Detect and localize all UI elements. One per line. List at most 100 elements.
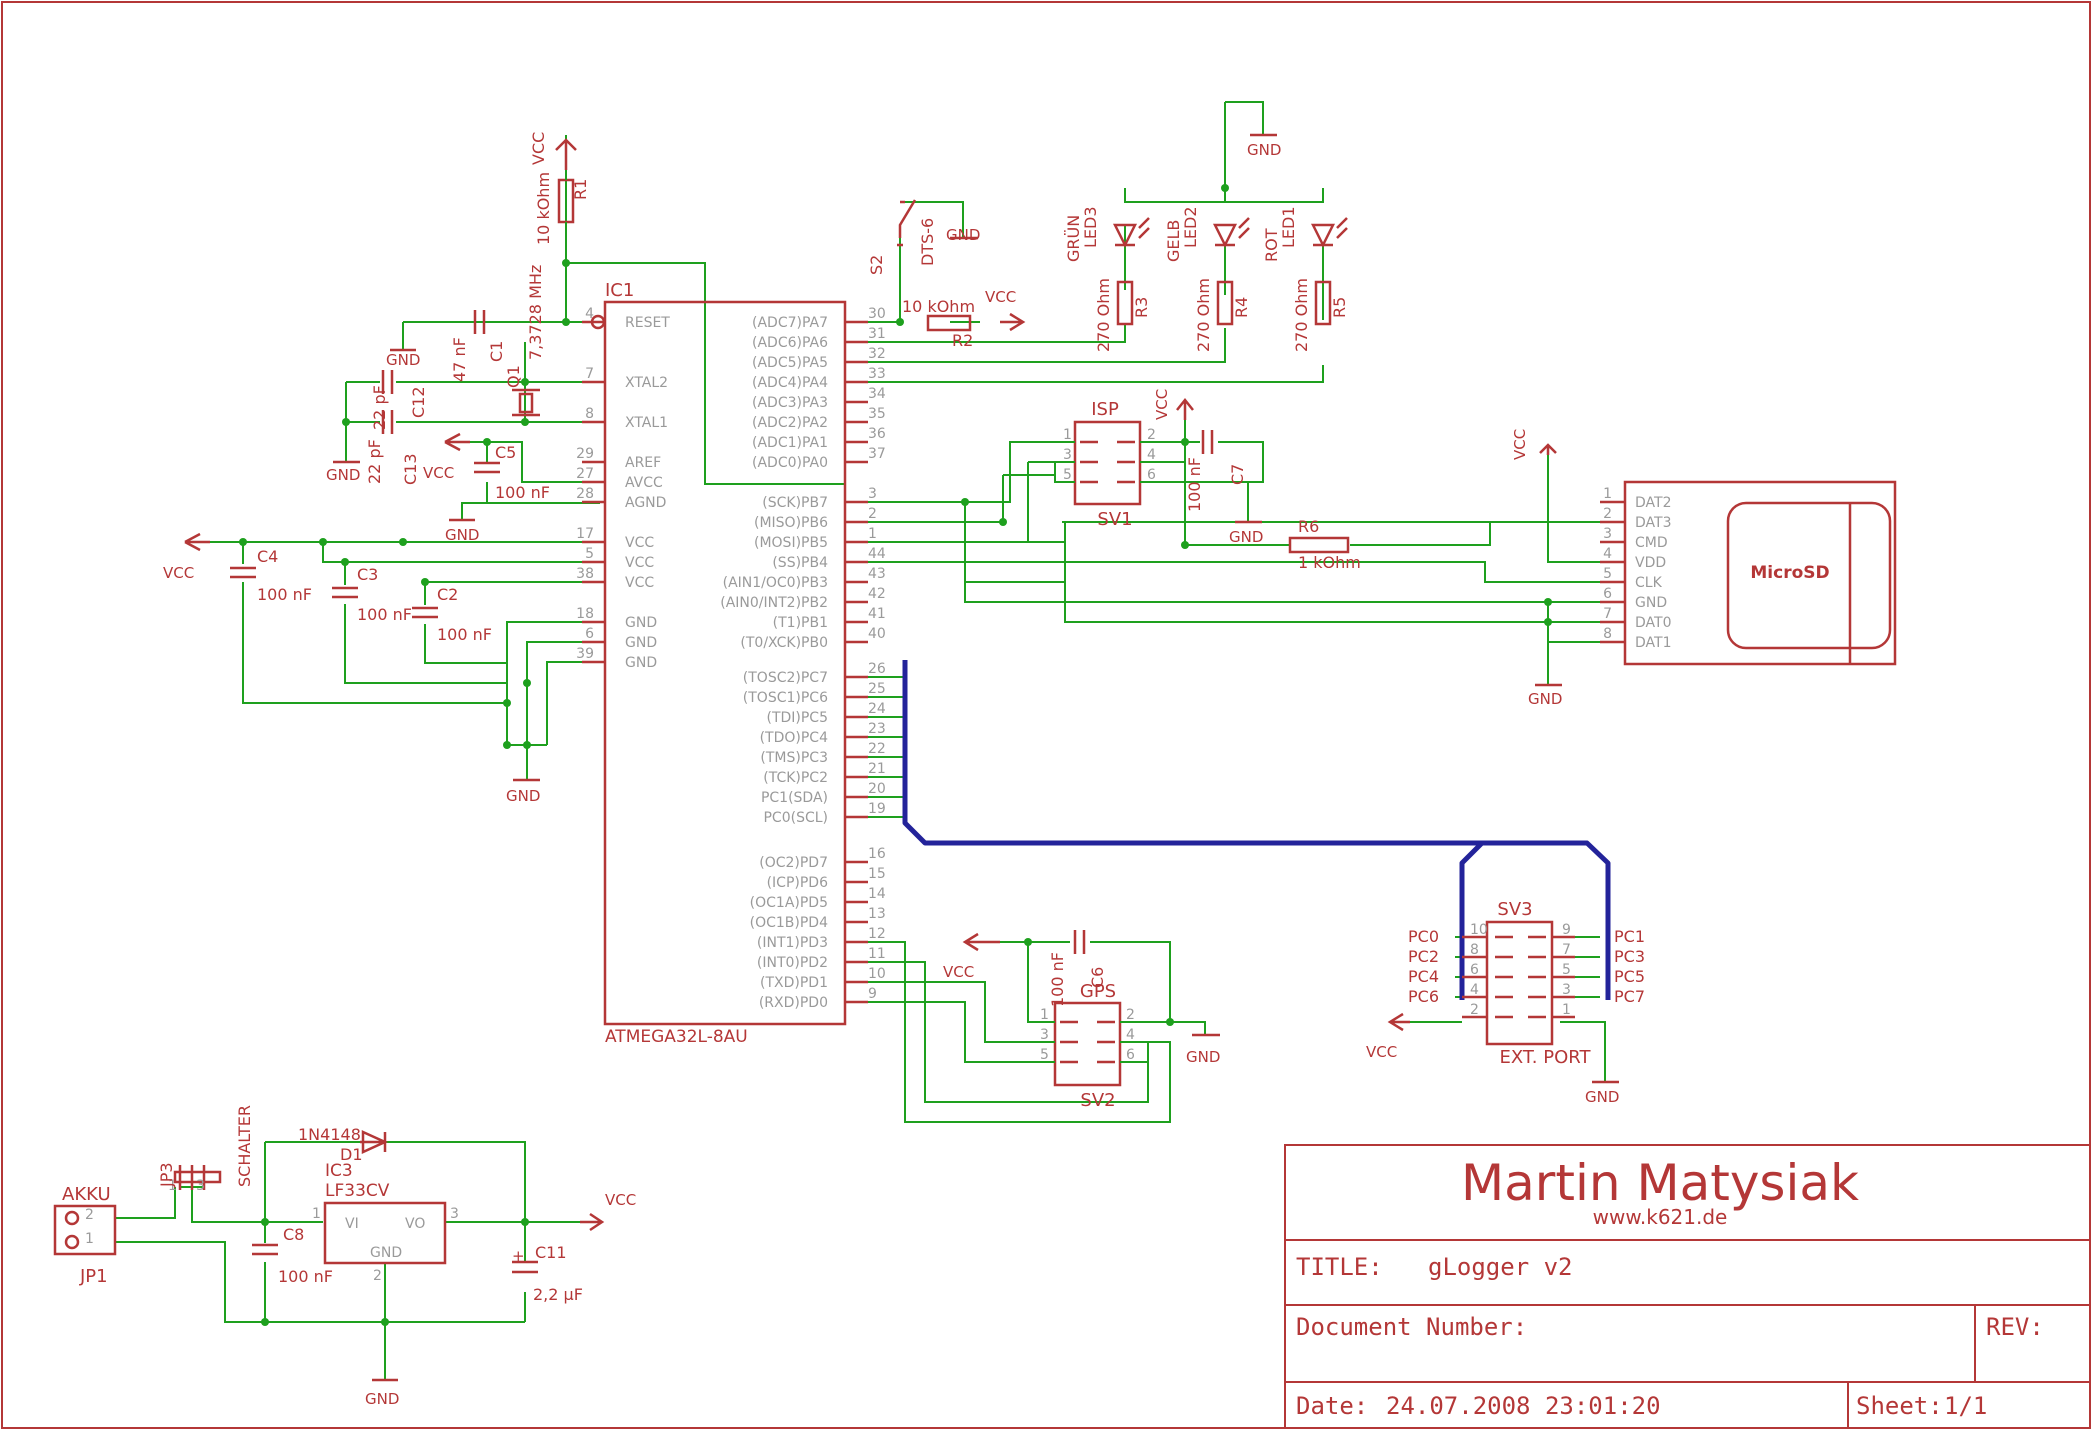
ic1-right-pin-num: 33 — [868, 366, 886, 382]
c12-value: 22 pF — [370, 385, 389, 430]
ic1-left-pin-num: 39 — [576, 646, 594, 662]
ext-port-sv3: SV3 EXT. PORT 10864297531PC0PC2PC4PC6PC1… — [1408, 899, 1645, 1068]
ic1-right-pin-num: 1 — [868, 526, 877, 542]
d1-name: D1 — [340, 1145, 363, 1164]
led-symbol — [1112, 223, 1138, 248]
c2-name: C2 — [437, 585, 458, 604]
jp3-jumper — [173, 1170, 222, 1184]
isp-pin-2: 2 — [1147, 427, 1156, 443]
gnd-label-leds: GND — [1247, 141, 1281, 159]
c13-value: 22 pF — [365, 439, 384, 484]
led-resistor-value: 270 Ohm — [1292, 278, 1311, 352]
gnd-label-xtal: GND — [326, 466, 360, 484]
r6-value: 1 kOhm — [1298, 553, 1361, 572]
ic1-right-pin-num: 10 — [868, 966, 886, 982]
r2-value: 10 kOhm — [902, 297, 975, 316]
ic1-right-pin-num: 44 — [868, 546, 886, 562]
ic1-right-pin-num: 26 — [868, 661, 886, 677]
ic1-right-pin-label: (SCK)PB7 — [762, 495, 828, 511]
ic1-left-pin-num: 8 — [585, 406, 594, 422]
ext-port-left-net: PC2 — [1408, 947, 1439, 966]
ext-port-left-pin-num: 8 — [1470, 942, 1479, 958]
led-light-icon — [1138, 217, 1150, 239]
ic1-right-pin-label: (INT0)PD2 — [757, 955, 828, 971]
ic1-right-pin-num: 2 — [868, 506, 877, 522]
ic1-right-pin-num: 15 — [868, 866, 886, 882]
ic1-right-pin-label: (INT1)PD3 — [757, 935, 828, 951]
ic1-left-pin-num: 17 — [576, 526, 594, 542]
d1-value: 1N4148 — [298, 1125, 361, 1144]
c8-capacitor — [252, 1243, 278, 1256]
vcc-label-r2: VCC — [985, 288, 1016, 306]
led-name: LED1 — [1279, 206, 1298, 248]
microsd-pin-label: DAT3 — [1635, 515, 1671, 531]
ic1-left-pins: 4RESET7XTAL28XTAL129AREF27AVCC28AGND17VC… — [576, 306, 670, 671]
led-symbol — [1310, 223, 1336, 248]
gnd-label-mcu: GND — [506, 787, 540, 805]
ic1-name: IC1 — [605, 280, 634, 301]
ext-port-right-net: PC3 — [1614, 947, 1645, 966]
ext-port-right-pin-num: 7 — [1562, 942, 1571, 958]
c1-name: C1 — [487, 341, 506, 362]
ic1-right-pin-label: (OC1A)PD5 — [750, 895, 828, 911]
sheet-value: 1/1 — [1944, 1392, 1987, 1420]
microsd-name: MicroSD — [1750, 563, 1829, 583]
vcc-label-avcc: VCC — [423, 464, 454, 482]
ic1-right-pin-num: 20 — [868, 781, 886, 797]
ic1-right-pin-num: 11 — [868, 946, 886, 962]
c5-value: 100 nF — [495, 483, 550, 502]
ext-port-right-net: PC7 — [1614, 987, 1645, 1006]
ext-port-right-pin-num: 9 — [1562, 922, 1571, 938]
q1-value: 7,3728 MHz — [526, 265, 545, 360]
vcc-arrow-sd — [1539, 443, 1557, 455]
led-name: LED3 — [1081, 206, 1100, 248]
ic1-right-pin-label: (RXD)PD0 — [759, 995, 828, 1011]
title-value: gLogger v2 — [1428, 1253, 1573, 1281]
c12-name: C12 — [409, 386, 428, 418]
led-resistor-value: 270 Ohm — [1094, 278, 1113, 352]
ext-port-right-pin-num: 3 — [1562, 982, 1571, 998]
gps-pin-6: 6 — [1126, 1047, 1135, 1063]
gnd-label-agnd: GND — [445, 526, 479, 544]
ic1-right-pin-label: (ADC2)PA2 — [752, 415, 828, 431]
vcc-label-ext: VCC — [1366, 1043, 1397, 1061]
led-resistor — [1314, 280, 1332, 326]
vcc-arrow-gps — [962, 932, 1000, 952]
c6-capacitor — [1073, 930, 1086, 954]
ic1-right-pin-num: 31 — [868, 326, 886, 342]
led-resistor-value: 270 Ohm — [1194, 278, 1213, 352]
ic1-right-pin-label: (ADC3)PA3 — [752, 395, 828, 411]
ic1-right-pin-num: 40 — [868, 626, 886, 642]
isp-header-sv1: ISP SV1 1 2 3 4 5 6 — [1054, 399, 1156, 530]
c3-name: C3 — [357, 565, 378, 584]
jp3-pin-3: 3 — [196, 1178, 205, 1194]
ic1-left-pin-label: AGND — [625, 495, 666, 511]
ext-port-right-pin-num: 5 — [1562, 962, 1571, 978]
r1-value: 10 kOhm — [534, 172, 553, 245]
ext-port-left-pin-num: 2 — [1470, 1002, 1479, 1018]
gps-pin-5: 5 — [1040, 1047, 1049, 1063]
c8-name: C8 — [283, 1225, 304, 1244]
c5-capacitor — [474, 461, 500, 474]
gps-title: GPS — [1080, 981, 1116, 1002]
c1-value: 47 nF — [450, 337, 469, 382]
ic1-right-pin-num: 14 — [868, 886, 886, 902]
ic3-name: IC3 — [325, 1161, 353, 1181]
ic3-part: LF33CV — [325, 1181, 390, 1201]
r6-name: R6 — [1298, 517, 1319, 536]
ic1-right-pin-num: 22 — [868, 741, 886, 757]
microsd-pin-label: CMD — [1635, 535, 1668, 551]
c11-value: 2,2 µF — [533, 1285, 583, 1304]
ic1-right-pin-label: PC1(SDA) — [761, 790, 828, 806]
c4-name: C4 — [257, 547, 278, 566]
ic3-num-gnd: 2 — [373, 1268, 382, 1284]
ic1-left-pin-num: 7 — [585, 366, 594, 382]
ic1-right-pin-label: (MISO)PB6 — [754, 515, 828, 531]
gps-pin-3: 3 — [1040, 1027, 1049, 1043]
c2-value: 100 nF — [437, 625, 492, 644]
ic1-right-pin-label: (T1)PB1 — [773, 615, 828, 631]
ic3-pin-vi: VI — [345, 1216, 359, 1232]
microsd-pin-label: CLK — [1635, 575, 1663, 591]
led-color: GELB — [1164, 220, 1183, 262]
